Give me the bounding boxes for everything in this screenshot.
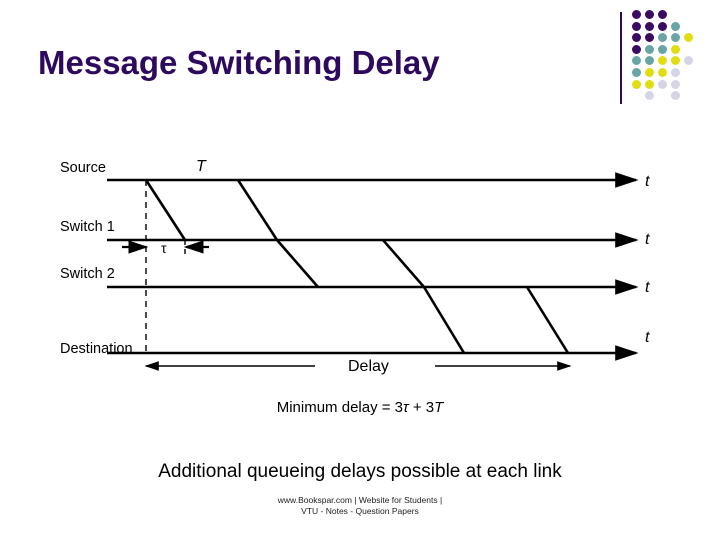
decorative-dot bbox=[632, 56, 641, 66]
timeline-label-destination: Destination bbox=[60, 341, 133, 357]
formula-T-symbol: T bbox=[434, 399, 444, 416]
minimum-delay-formula: Minimum delay = 3τ + 3T bbox=[0, 399, 720, 416]
timeline-label-switch1: Switch 1 bbox=[60, 219, 115, 235]
decorative-dot bbox=[658, 33, 667, 43]
transfer-switch2-destination-b bbox=[525, 286, 570, 354]
decorative-dot bbox=[645, 91, 654, 101]
decorative-dot bbox=[671, 91, 680, 101]
decorative-dot bbox=[658, 44, 667, 54]
decorative-dot bbox=[684, 56, 693, 66]
transfer-switch1-switch2-a bbox=[276, 239, 319, 288]
decorative-dot bbox=[658, 21, 667, 31]
decorative-dot bbox=[632, 10, 641, 19]
decorative-dot bbox=[671, 56, 680, 66]
message-transfer-lines bbox=[144, 179, 570, 354]
decorative-dot bbox=[658, 68, 667, 77]
decorative-dot bbox=[658, 79, 667, 89]
decorative-dot bbox=[658, 10, 667, 19]
decorative-dot-grid bbox=[620, 8, 718, 108]
decorative-dot bbox=[645, 56, 654, 66]
timeline-axes bbox=[107, 172, 639, 361]
formula-middle: + 3 bbox=[408, 399, 435, 416]
queueing-delay-note: Additional queueing delays possible at e… bbox=[158, 461, 562, 482]
decorative-dot bbox=[671, 21, 680, 31]
page-title: Message Switching Delay bbox=[38, 44, 440, 81]
axis-tick-label-destination: t bbox=[645, 329, 650, 346]
decorative-dot bbox=[684, 33, 693, 43]
decorative-dot bbox=[658, 56, 667, 66]
decorative-dot bbox=[671, 33, 680, 43]
decorative-dot bbox=[671, 44, 680, 54]
formula-tau-symbol: τ bbox=[403, 399, 409, 416]
transfer-switch1-switch2-b bbox=[382, 239, 425, 288]
transfer-source-switch1-b bbox=[236, 179, 279, 241]
transfer-source-switch1-a bbox=[144, 179, 187, 241]
axis-tick-label-source: t bbox=[645, 173, 650, 190]
decorative-dot bbox=[671, 79, 680, 89]
propagation-delay-label: τ bbox=[161, 240, 167, 256]
formula-prefix: Minimum delay = 3 bbox=[276, 399, 404, 416]
attribution-footer: www.Bookspar.com | Website for Students … bbox=[0, 495, 720, 517]
decorative-dot bbox=[645, 33, 654, 43]
decorative-dot bbox=[645, 44, 654, 54]
decorative-dot bbox=[632, 44, 641, 54]
decorative-dot bbox=[632, 79, 641, 89]
attribution-line-1: www.Bookspar.com | Website for Students … bbox=[277, 495, 443, 505]
decorative-dot bbox=[632, 68, 641, 77]
axis-tick-label-switch2: t bbox=[645, 279, 650, 296]
decorative-dot bbox=[645, 21, 654, 31]
decorative-dot bbox=[671, 68, 680, 77]
decorative-dot bbox=[645, 10, 654, 19]
decorative-dot bbox=[645, 79, 654, 89]
transfer-switch2-destination-a bbox=[422, 286, 466, 354]
vertical-rule-divider bbox=[620, 12, 622, 104]
timeline-label-switch2: Switch 2 bbox=[60, 266, 115, 282]
decorative-dot bbox=[645, 68, 654, 77]
timeline-diagram bbox=[107, 172, 639, 371]
attribution-line-2: VTU - Notes - Question Papers bbox=[301, 506, 419, 516]
transmission-time-label: T bbox=[196, 158, 206, 175]
decorative-dot bbox=[632, 33, 641, 43]
timeline-label-source: Source bbox=[60, 160, 106, 176]
decorative-dot bbox=[632, 21, 641, 31]
axis-tick-label-switch1: t bbox=[645, 231, 650, 248]
delay-span-label: Delay bbox=[348, 358, 389, 375]
